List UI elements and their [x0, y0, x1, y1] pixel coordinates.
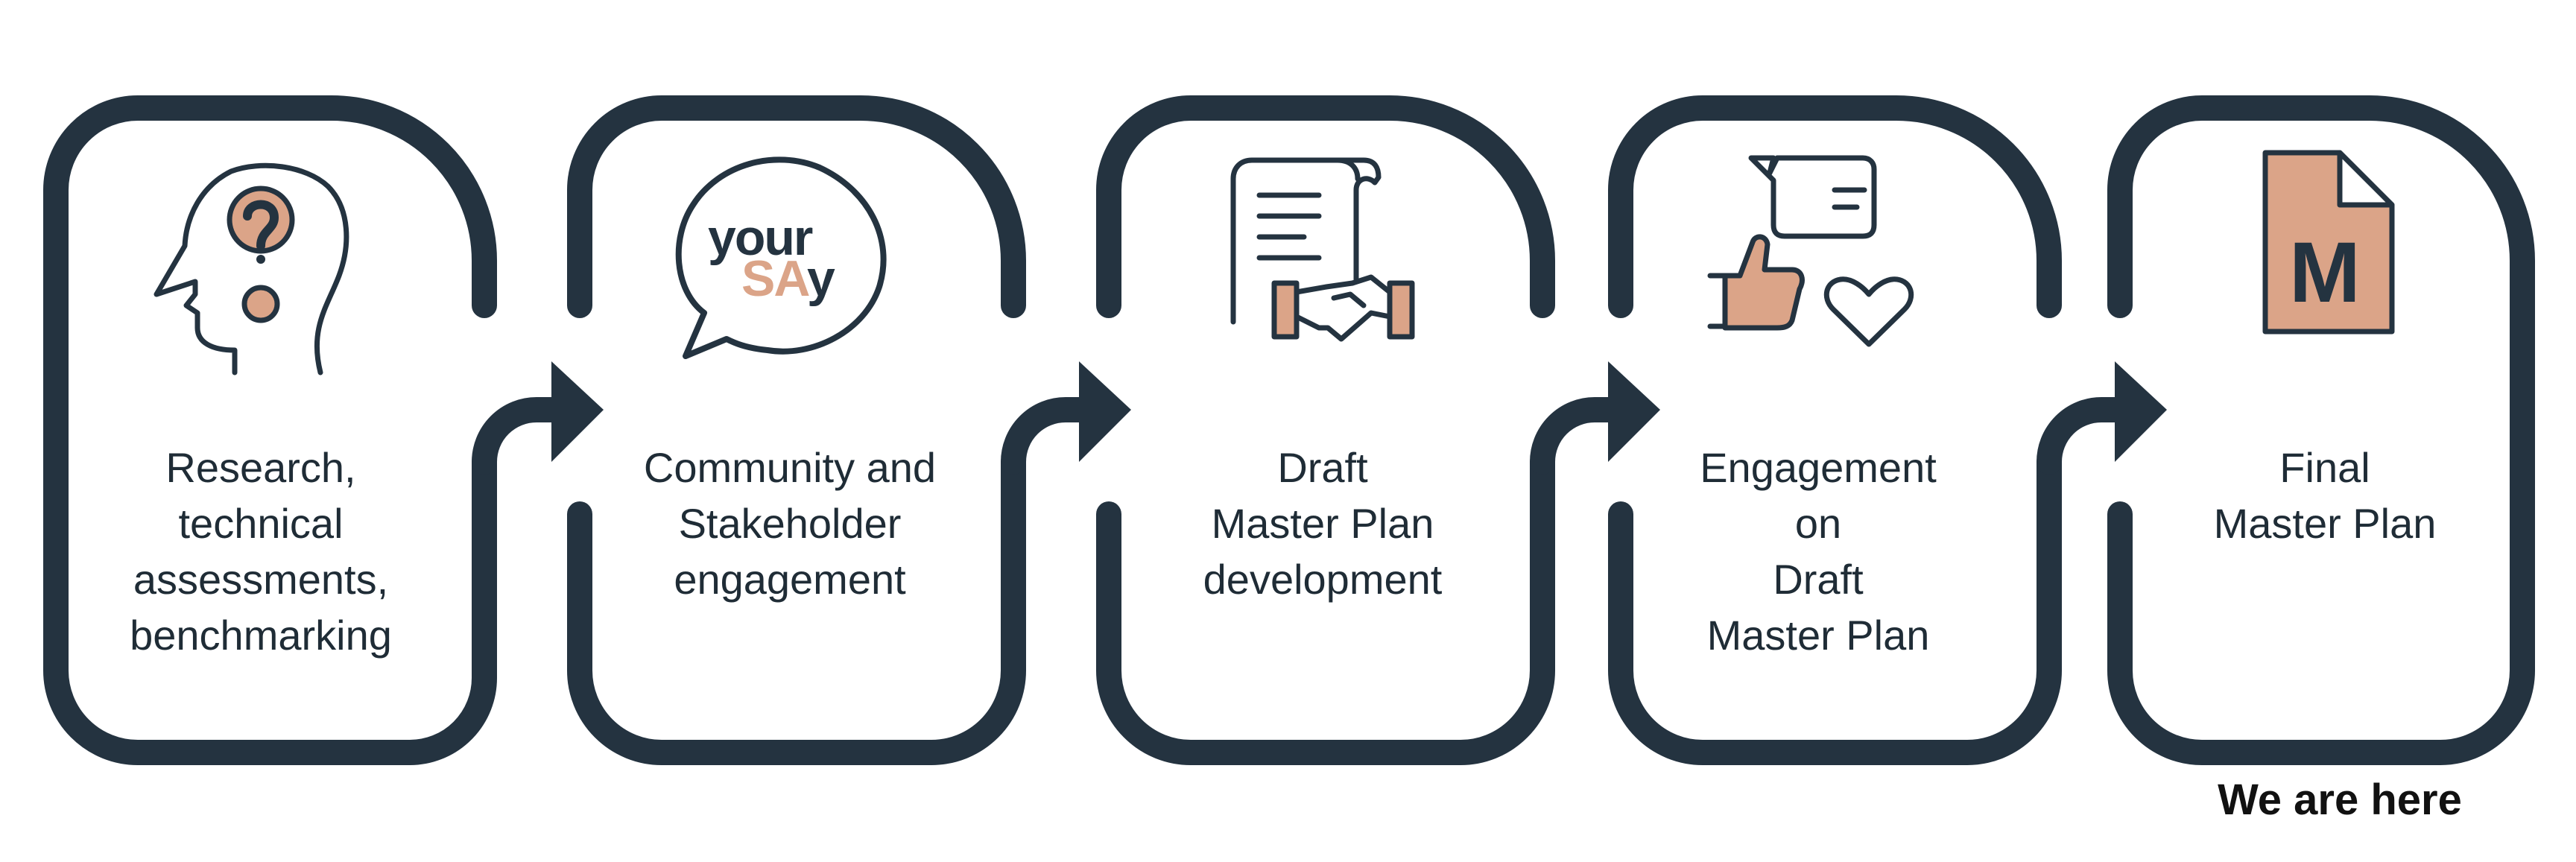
stage-4-frame-bottom [1608, 449, 2062, 765]
yoursay-logo-y: y [806, 250, 835, 307]
connector-1 [472, 397, 575, 475]
arrow-2-icon [1079, 361, 1131, 462]
we-are-here-label: We are here [2218, 776, 2462, 824]
stage-2-frame [567, 95, 1026, 318]
connector-4 [2037, 397, 2140, 475]
doc-letter: M [2289, 225, 2361, 320]
document-handshake-icon [1230, 157, 1415, 342]
connector-3 [1530, 397, 1633, 475]
head-question-icon [154, 162, 349, 375]
stage-4-frame [1608, 95, 2062, 318]
stage-3-frame-bottom [1096, 449, 1555, 765]
stage-3-frame [1096, 95, 1555, 318]
arrow-3-icon [1608, 361, 1660, 462]
stage-2-frame-bottom [567, 449, 1026, 765]
stage-5-frame [2107, 95, 2535, 765]
stage-1-frame [43, 95, 497, 765]
yoursay-logo-word2: SAy [741, 250, 835, 308]
yoursay-logo-sa: SA [741, 250, 808, 307]
yoursay-speech-bubble-icon [675, 156, 887, 359]
thumbs-up-chat-heart-icon [1707, 155, 1914, 347]
yoursay-logo-word1: your [708, 209, 813, 266]
connector-2 [1001, 397, 1104, 475]
arrow-1-icon [551, 361, 604, 462]
arrow-4-icon [2115, 361, 2167, 462]
master-plan-document-icon [2262, 150, 2395, 335]
